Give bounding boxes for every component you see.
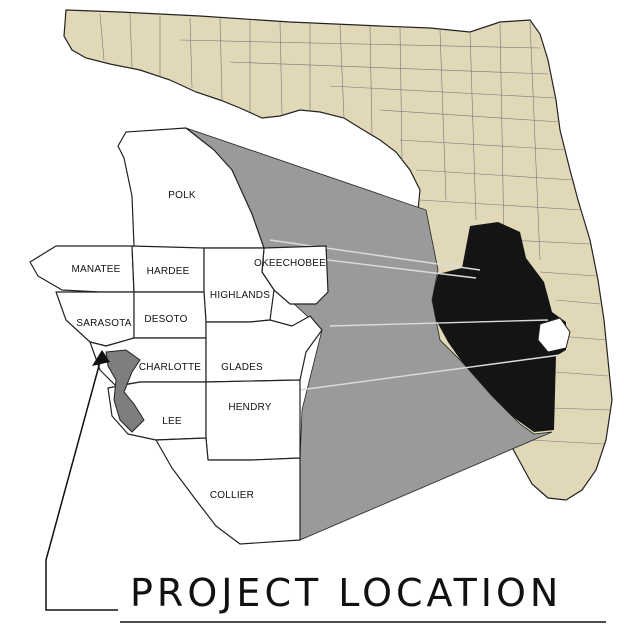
county-collier <box>155 437 301 545</box>
label-polk: POLK <box>168 190 196 201</box>
label-sarasota: SARASOTA <box>76 318 131 329</box>
label-manatee: MANATEE <box>72 264 121 275</box>
label-hendry: HENDRY <box>228 402 271 413</box>
label-collier: COLLIER <box>210 490 254 501</box>
lake-okeechobee <box>537 317 571 353</box>
inset-county-labels: POLK MANATEE HARDEE OKEECHOBEE HIGHLANDS… <box>72 190 326 501</box>
page-title: PROJECT LOCATION <box>130 571 562 615</box>
label-glades: GLADES <box>221 362 263 373</box>
label-highlands: HIGHLANDS <box>210 290 270 301</box>
label-lee: LEE <box>162 416 182 427</box>
project-region-highlight <box>432 222 566 432</box>
label-okeechobee: OKEECHOBEE <box>254 258 326 269</box>
state-county-lines <box>99 13 611 445</box>
label-hardee: HARDEE <box>147 266 190 277</box>
leader-line <box>45 361 118 611</box>
label-desoto: DESOTO <box>144 314 187 325</box>
county-hendry <box>205 379 301 461</box>
charlotte-harbor-water <box>105 349 145 433</box>
label-charlotte: CHARLOTTE <box>139 362 201 373</box>
project-location-arrow <box>92 350 110 366</box>
